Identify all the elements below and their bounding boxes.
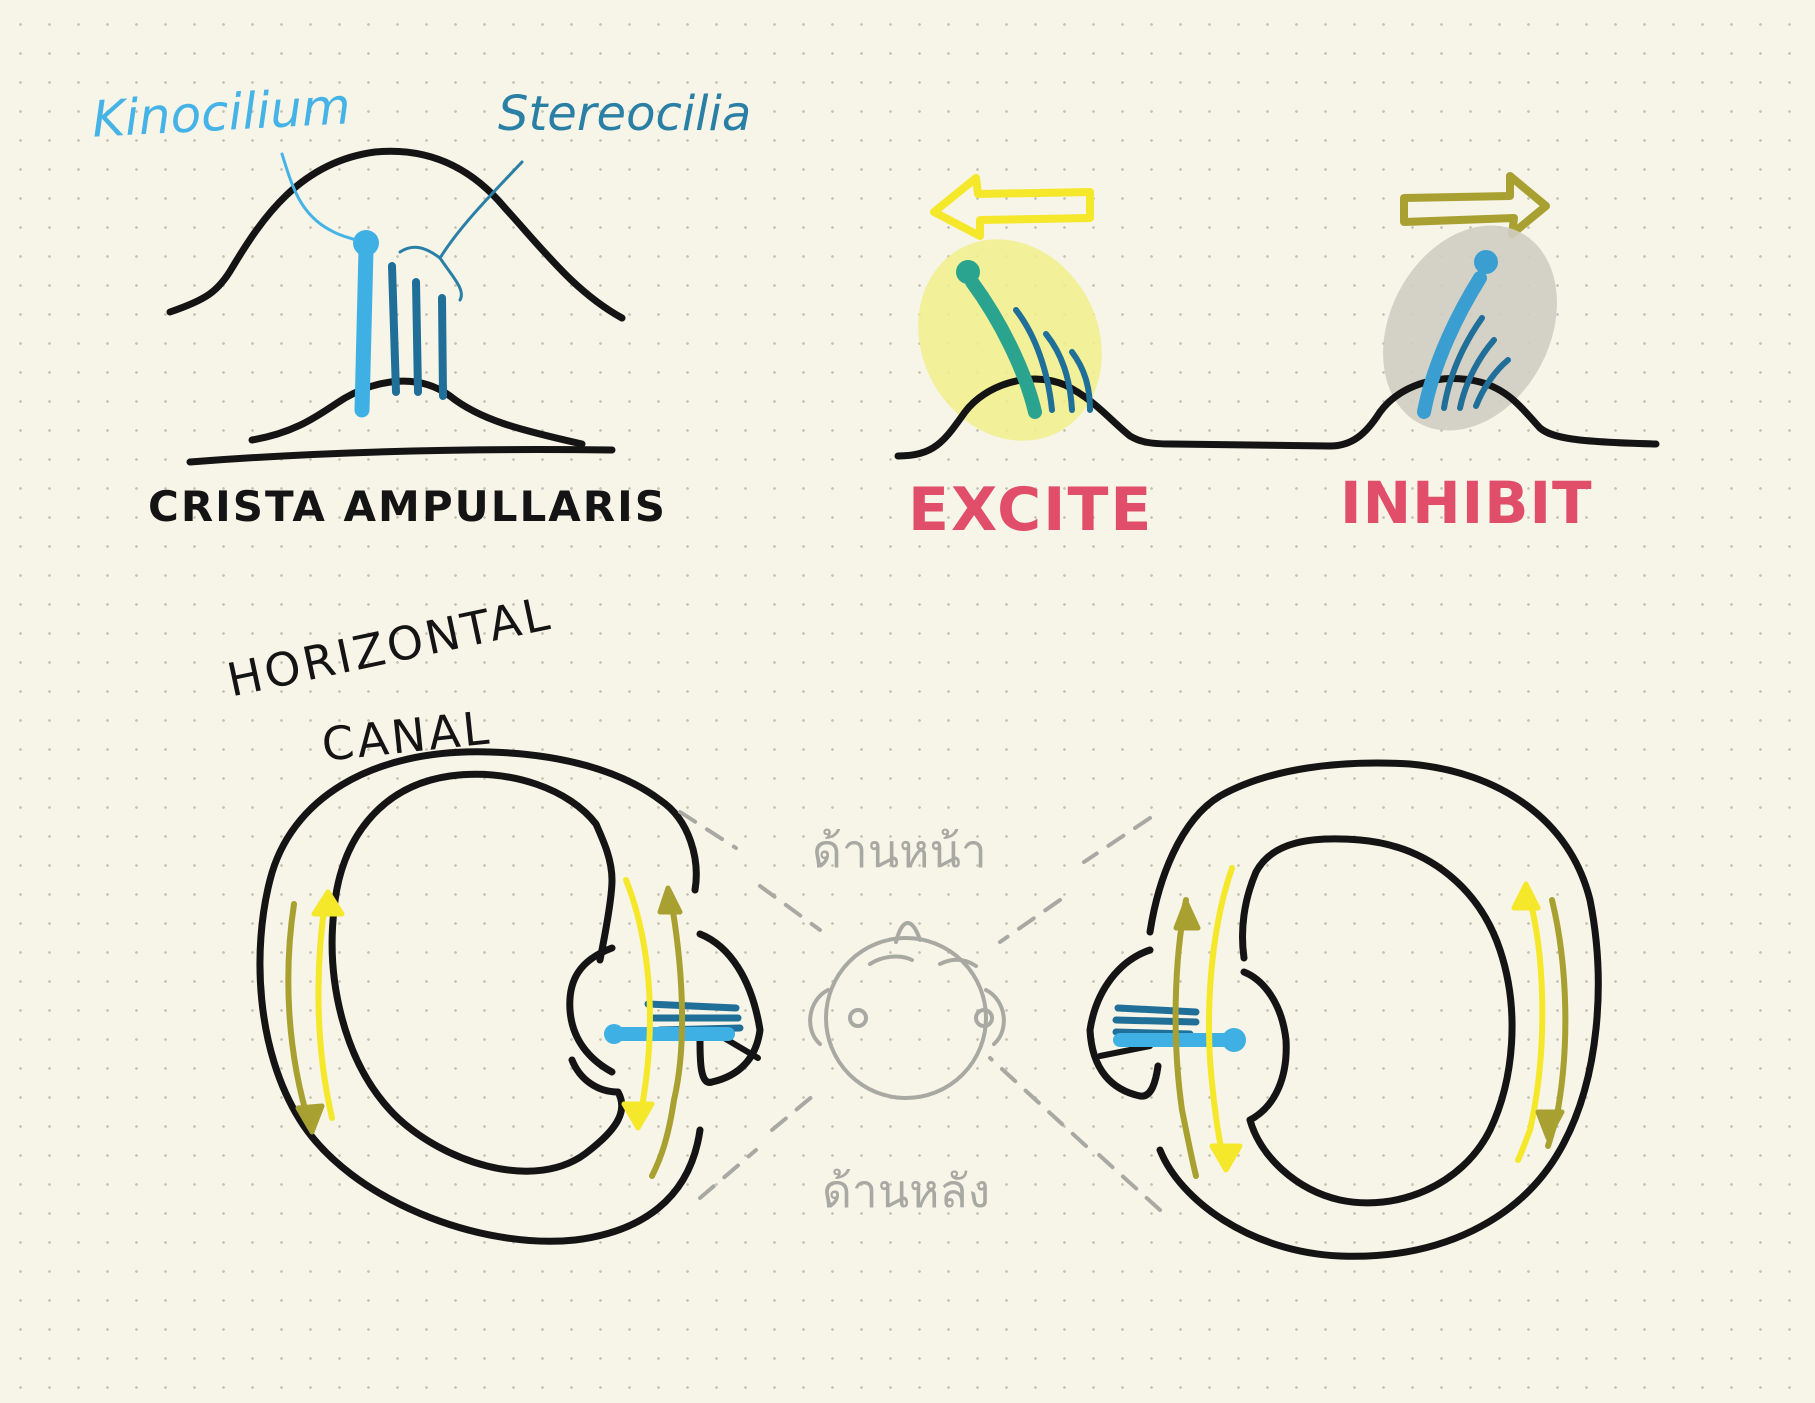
head-right-ear xyxy=(984,988,1006,1046)
right-canal-outer-wall xyxy=(1146,759,1602,1260)
left-flow-arrow-olive xyxy=(285,901,313,1129)
right-flow-arrowhead-olive-left xyxy=(1173,899,1201,931)
stereocilium xyxy=(438,294,447,400)
head-top-view xyxy=(678,810,1162,1212)
sight-line xyxy=(770,1088,822,1132)
crista-mound xyxy=(248,377,586,448)
inhibit-stereocilium xyxy=(1473,357,1511,409)
inhibit-kinocilium xyxy=(1417,271,1487,419)
inhibit-stereocilium xyxy=(1441,315,1485,411)
sight-line xyxy=(678,810,738,850)
excite-label: EXCITE xyxy=(908,475,1154,545)
sight-line xyxy=(988,1056,1088,1148)
right-ampulla xyxy=(1086,946,1162,1100)
left-kinocilium-tip xyxy=(604,1024,624,1044)
stereocilium xyxy=(388,262,400,396)
head-left-ear xyxy=(808,988,830,1046)
head-right-eye xyxy=(974,1008,994,1028)
head-brow xyxy=(868,954,914,966)
right-flow-arrowhead-yellow-right xyxy=(1511,881,1541,911)
left-ampulla-inner xyxy=(566,944,616,1076)
right-flow-arrowhead-yellow-left xyxy=(1209,1143,1243,1173)
stereocilia-leader xyxy=(398,160,524,302)
left-flow-arrowhead-yellow xyxy=(311,889,345,917)
sight-line xyxy=(698,1148,758,1200)
left-horizontal-canal xyxy=(256,748,764,1245)
sight-line xyxy=(758,884,822,932)
inhibit-arrow xyxy=(1400,172,1550,238)
right-flow-arrowhead-olive-right xyxy=(1535,1109,1565,1141)
excite-bundle-base xyxy=(894,375,1334,460)
kinocilium xyxy=(354,242,374,418)
right-kinocilium-tip xyxy=(1222,1028,1246,1052)
stereocilium xyxy=(412,278,422,396)
right-stereocilium xyxy=(1114,1004,1200,1016)
kinocilium-leader xyxy=(280,152,358,242)
kinocilium-tip xyxy=(353,230,379,256)
crista-ampullaris-label: CRISTA AMPULLARIS xyxy=(148,482,667,531)
head-left-eye xyxy=(848,1008,868,1028)
inhibit-highlight xyxy=(1383,225,1557,431)
right-horizontal-canal xyxy=(1086,759,1602,1260)
head-outline xyxy=(824,936,988,1100)
right-ampulla-chord xyxy=(1097,1043,1153,1059)
right-flow-arrow-yellow-right xyxy=(1515,883,1546,1163)
excite-kinocilium xyxy=(965,275,1042,419)
inhibit-label: INHIBIT xyxy=(1340,469,1593,537)
inhibit-figure xyxy=(1326,172,1660,450)
cupula-outline xyxy=(166,147,626,322)
left-flow-arrow-olive-right xyxy=(649,891,686,1179)
left-flow-arrowhead-olive xyxy=(295,1103,325,1135)
inhibit-bundle-base xyxy=(1326,375,1660,450)
left-canal-outer-wall xyxy=(256,748,704,1245)
kinocilium-label: Kinocilium xyxy=(90,77,352,149)
inhibit-kinocilium-tip xyxy=(1474,250,1498,274)
left-flow-arrowhead-yellow-right xyxy=(621,1101,655,1131)
sight-line xyxy=(998,898,1062,944)
sight-line xyxy=(1082,816,1152,864)
excite-stereocilium xyxy=(1043,331,1075,413)
stereocilia-label: Stereocilia xyxy=(498,86,752,142)
left-stereocilium xyxy=(644,1000,740,1012)
crista-ampullaris-figure xyxy=(166,147,626,466)
right-flow-arrow-olive-left xyxy=(1172,897,1199,1179)
right-stereocilium xyxy=(1112,1016,1200,1026)
head-brow xyxy=(938,957,978,968)
left-flow-arrowhead-olive-right xyxy=(657,885,683,915)
right-flow-arrow-yellow-left xyxy=(1206,865,1235,1169)
left-flow-arrow-yellow xyxy=(315,893,335,1121)
right-flow-arrow-olive-right xyxy=(1545,897,1569,1149)
sight-line xyxy=(1096,1152,1162,1212)
excite-arrow xyxy=(930,174,1094,240)
excite-stereocilium xyxy=(1013,307,1055,413)
right-canal-inner-wall xyxy=(1239,835,1516,1207)
excite-figure xyxy=(894,174,1334,460)
excite-stereocilium xyxy=(1069,349,1093,413)
inhibit-stereocilium xyxy=(1457,337,1497,411)
crista-base-line xyxy=(186,446,616,466)
front-direction-label: ด้านหน้า xyxy=(812,824,987,878)
head-nose xyxy=(894,921,922,944)
back-direction-label: ด้านหลัง xyxy=(822,1164,991,1218)
excite-kinocilium-tip xyxy=(956,260,980,284)
